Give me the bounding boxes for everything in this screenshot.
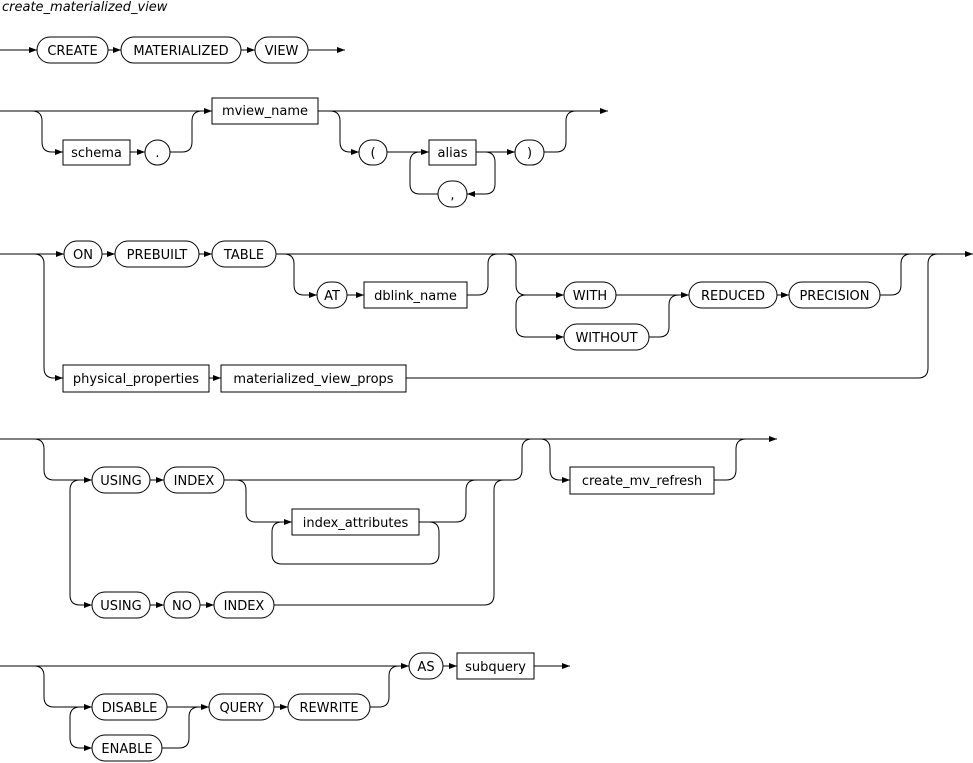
keyword-view: VIEW	[254, 36, 309, 64]
svg-text:subquery: subquery	[465, 660, 526, 675]
keyword-at: AT	[316, 281, 348, 309]
svg-text:.: .	[155, 146, 159, 161]
svg-text:ENABLE: ENABLE	[101, 742, 152, 757]
keyword-index-after-no: INDEX	[213, 591, 275, 619]
keyword-query: QUERY	[208, 693, 275, 721]
keyword-without: WITHOUT	[563, 323, 650, 351]
svg-text:INDEX: INDEX	[174, 474, 215, 489]
keyword-index: INDEX	[163, 466, 225, 494]
svg-text:ON: ON	[73, 248, 93, 263]
keyword-with: WITH	[563, 281, 617, 309]
keyword-comma: ,	[437, 180, 468, 208]
svg-text:mview_name: mview_name	[222, 104, 308, 119]
keyword-disable: DISABLE	[91, 693, 168, 721]
svg-text:QUERY: QUERY	[219, 701, 263, 716]
svg-text:materialized_view_props: materialized_view_props	[233, 372, 393, 387]
keyword-reduced: REDUCED	[688, 281, 778, 309]
keyword-rparen: )	[514, 139, 545, 166]
svg-text:TABLE: TABLE	[223, 248, 264, 263]
svg-text:MATERIALIZED: MATERIALIZED	[133, 44, 228, 59]
keyword-using-no-index: USING	[91, 591, 151, 619]
svg-text:CREATE: CREATE	[47, 44, 97, 59]
svg-text:,: ,	[450, 188, 454, 203]
nonterminal-index-attributes: index_attributes	[291, 508, 420, 536]
svg-text:create_mv_refresh: create_mv_refresh	[582, 474, 702, 489]
keyword-materialized: MATERIALIZED	[120, 36, 242, 64]
svg-text:PRECISION: PRECISION	[799, 289, 869, 304]
keyword-table: TABLE	[211, 240, 277, 268]
svg-text:REWRITE: REWRITE	[299, 701, 358, 716]
keyword-no: NO	[163, 591, 201, 619]
keyword-enable: ENABLE	[91, 734, 163, 762]
svg-text:physical_properties: physical_properties	[73, 372, 199, 387]
svg-text:USING: USING	[100, 599, 141, 614]
keyword-precision: PRECISION	[788, 281, 881, 309]
svg-text:REDUCED: REDUCED	[701, 289, 765, 304]
svg-text:(: (	[370, 146, 375, 161]
svg-text:WITH: WITH	[573, 289, 607, 304]
diagram-title: create_materialized_view	[2, 0, 168, 15]
svg-text:AS: AS	[417, 660, 434, 675]
nonterminal-mview-name: mview_name	[211, 97, 319, 125]
nonterminal-dblink-name: dblink_name	[363, 281, 468, 309]
keyword-on: ON	[63, 240, 103, 268]
svg-text:PREBUILT: PREBUILT	[127, 248, 188, 263]
svg-text:AT: AT	[324, 289, 340, 304]
nonterminal-schema: schema	[62, 139, 131, 166]
svg-text:dblink_name: dblink_name	[374, 289, 457, 304]
keyword-lparen: (	[358, 139, 388, 166]
keyword-using: USING	[91, 466, 151, 494]
keyword-as: AS	[408, 652, 444, 680]
nonterminal-create-mv-refresh: create_mv_refresh	[569, 466, 715, 495]
svg-text:USING: USING	[100, 474, 141, 489]
svg-text:WITHOUT: WITHOUT	[575, 331, 637, 346]
svg-text:VIEW: VIEW	[265, 44, 299, 59]
svg-text:alias: alias	[438, 146, 468, 161]
keyword-prebuilt: PREBUILT	[114, 240, 200, 268]
railroad-nodes: CREATE MATERIALIZED VIEW schema . mview_…	[36, 36, 881, 762]
nonterminal-physical-properties: physical_properties	[62, 364, 210, 393]
svg-text:NO: NO	[172, 599, 192, 614]
svg-text:DISABLE: DISABLE	[102, 701, 158, 716]
railroad-lines	[0, 47, 973, 751]
keyword-rewrite: REWRITE	[287, 693, 371, 721]
svg-text:index_attributes: index_attributes	[303, 516, 409, 531]
svg-text:INDEX: INDEX	[224, 599, 265, 614]
svg-text:schema: schema	[71, 146, 122, 161]
keyword-create: CREATE	[36, 36, 109, 64]
nonterminal-alias: alias	[428, 139, 477, 166]
svg-text:): )	[527, 146, 532, 161]
nonterminal-subquery: subquery	[456, 652, 535, 680]
nonterminal-materialized-view-props: materialized_view_props	[220, 364, 407, 393]
keyword-dot: .	[144, 139, 171, 166]
